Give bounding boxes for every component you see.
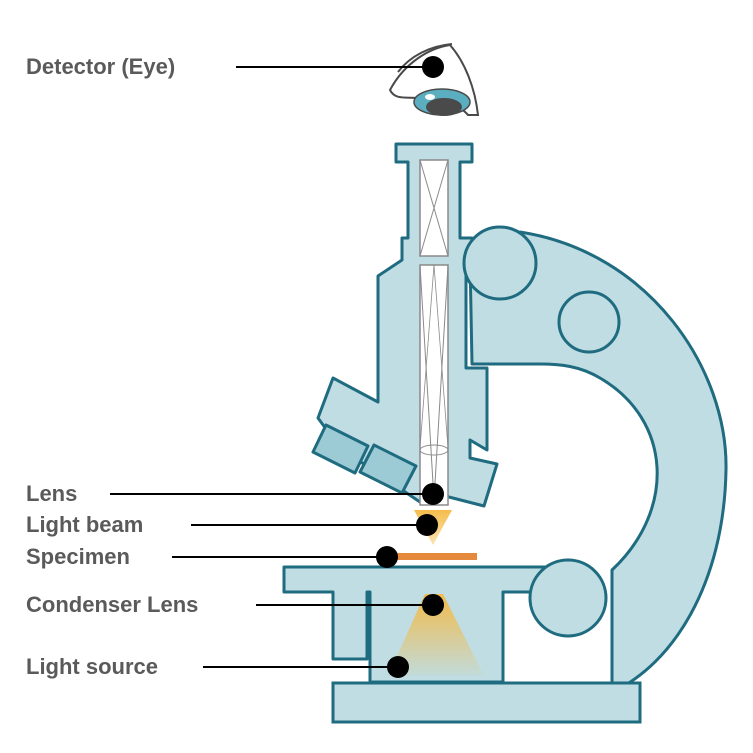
tube-lens: [419, 444, 449, 456]
dot-light-beam: [416, 514, 438, 536]
specimen-slide: [385, 553, 477, 560]
label-detector: Detector (Eye): [26, 54, 175, 79]
tube-ray-line: [419, 264, 435, 501]
dot-lens: [422, 483, 444, 505]
focus-knob-top: [462, 225, 538, 301]
tube-ray-line: [433, 264, 449, 449]
label-condenser: Condenser Lens: [26, 592, 198, 617]
stage-knob: [528, 558, 608, 638]
tube-cross-line: [419, 159, 449, 257]
label-light-beam: Light beam: [26, 512, 143, 537]
microscope-body: [316, 142, 499, 508]
left-knob-block: [311, 423, 370, 475]
dot-detector: [422, 56, 444, 78]
fine-knob: [557, 290, 621, 354]
eye-icon: [388, 43, 480, 116]
microscope-arm: [468, 230, 728, 694]
right-knob-block: [358, 443, 418, 495]
label-light-source: Light source: [26, 654, 158, 679]
label-specimen: Specimen: [26, 544, 130, 569]
label-lens: Lens: [26, 481, 77, 506]
dot-light-source: [387, 656, 409, 678]
tube-ray-line: [433, 264, 449, 501]
objective-tube: [419, 264, 449, 506]
dot-condenser: [422, 594, 444, 616]
dot-specimen: [376, 546, 398, 568]
light-cone: [388, 594, 484, 676]
microscope-base: [331, 681, 642, 724]
tube-ray-line: [419, 264, 435, 449]
